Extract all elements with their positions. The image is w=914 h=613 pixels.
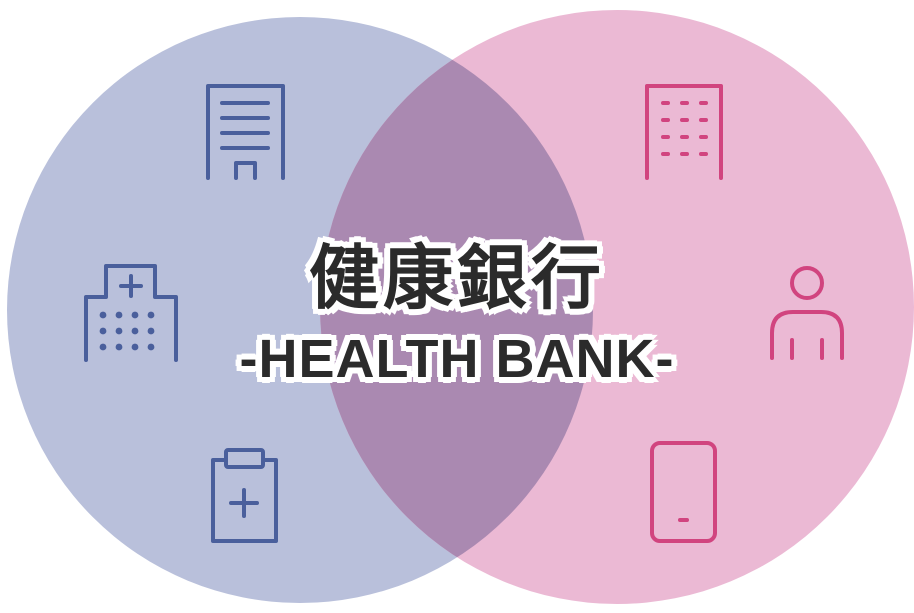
person-icon bbox=[770, 266, 844, 360]
office-building-icon bbox=[645, 84, 723, 180]
hospital-icon bbox=[84, 264, 178, 362]
document-building-icon bbox=[206, 84, 285, 180]
smartphone-icon bbox=[650, 441, 717, 543]
medical-clipboard-icon bbox=[211, 448, 278, 543]
overlap-region bbox=[320, 17, 593, 603]
